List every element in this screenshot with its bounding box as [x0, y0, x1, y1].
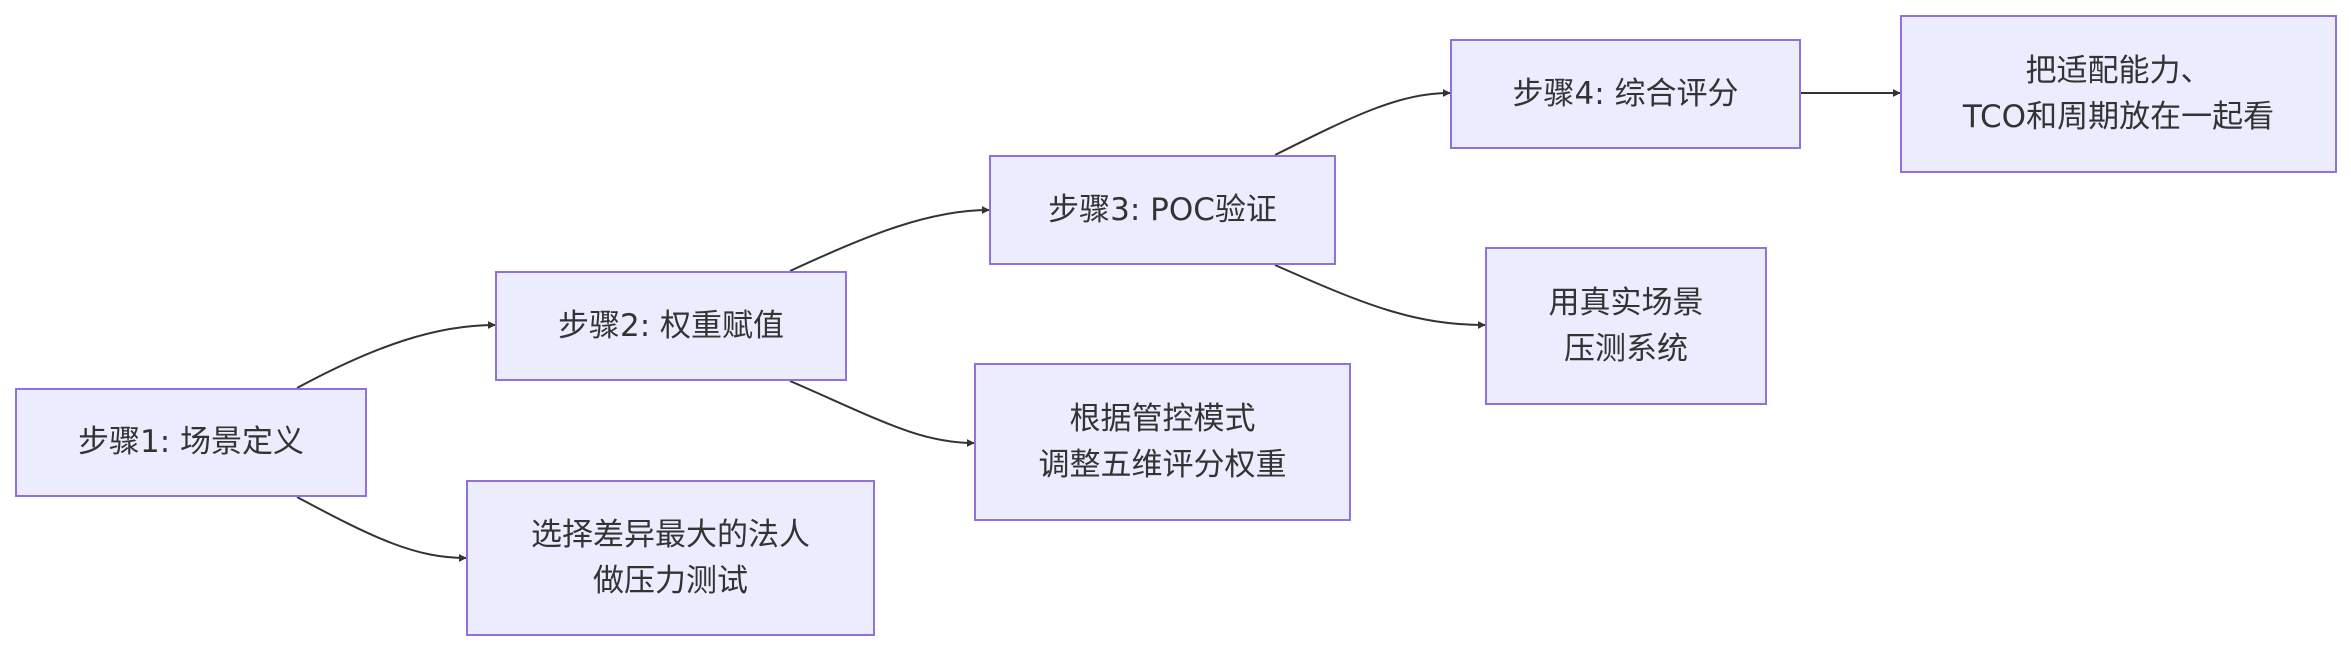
node-step3: 步骤3: POC验证	[989, 155, 1336, 265]
node-detail4-label: 把适配能力、 TCO和周期放在一起看	[1962, 52, 2275, 136]
edge-step3-step4	[1274, 89, 1451, 156]
node-detail3: 用真实场景 压测系统	[1485, 247, 1767, 405]
edge-step2-detail2	[789, 380, 975, 447]
node-step1: 步骤1: 场景定义	[15, 388, 367, 497]
node-step2-label: 步骤2: 权重赋值	[557, 307, 785, 344]
node-detail1: 选择差异最大的法人 做压力测试	[466, 480, 875, 636]
edge-step1-step2	[296, 321, 496, 389]
node-step1-label: 步骤1: 场景定义	[77, 424, 305, 461]
node-step4-label: 步骤4: 综合评分	[1512, 75, 1739, 112]
node-detail2-label: 根据管控模式 调整五维评分权重	[1038, 400, 1287, 484]
node-detail4: 把适配能力、 TCO和周期放在一起看	[1900, 15, 2337, 173]
node-detail1-label: 选择差异最大的法人 做压力测试	[531, 516, 810, 600]
edge-step2-step3	[789, 206, 990, 272]
node-step2: 步骤2: 权重赋值	[495, 271, 847, 381]
node-detail3-label: 用真实场景 压测系统	[1548, 284, 1704, 368]
node-step3-label: 步骤3: POC验证	[1048, 191, 1277, 228]
node-step4: 步骤4: 综合评分	[1450, 39, 1801, 149]
edge-step3-detail3	[1274, 264, 1486, 329]
node-detail2: 根据管控模式 调整五维评分权重	[974, 363, 1351, 521]
edge-step1-detail1	[296, 496, 467, 562]
